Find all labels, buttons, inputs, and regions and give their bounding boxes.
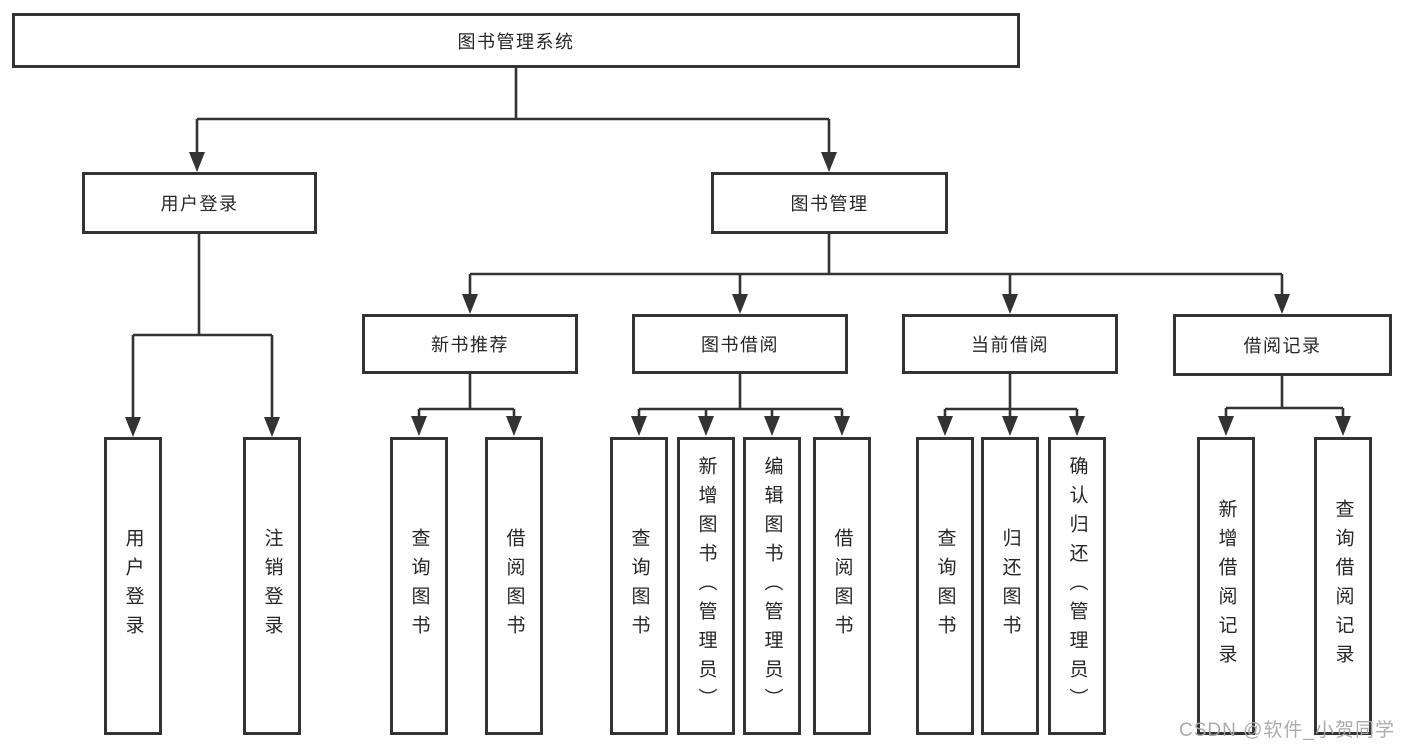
leaf-cb-confirm-return-label: 确认归还（管理员） xyxy=(1066,455,1088,717)
leaf-br-add-record: 新增借阅记录 xyxy=(1197,437,1255,735)
node-new-book-recommend-label: 新书推荐 xyxy=(431,335,509,355)
node-book-management: 图书管理 xyxy=(711,172,948,234)
leaf-bb-query-books: 查询图书 xyxy=(610,437,668,735)
node-book-borrow: 图书借阅 xyxy=(632,314,848,374)
leaf-cb-confirm-return: 确认归还（管理员） xyxy=(1048,437,1106,735)
leaf-br-query-record: 查询借阅记录 xyxy=(1314,437,1372,735)
leaf-logout: 注销登录 xyxy=(243,437,301,735)
leaf-nb-query-books: 查询图书 xyxy=(390,437,448,735)
csdn-watermark: CSDN @软件_小贺同学 xyxy=(1179,720,1395,741)
leaf-br-query-record-label: 查询借阅记录 xyxy=(1332,499,1354,673)
leaf-bb-query-books-label: 查询图书 xyxy=(628,528,650,644)
leaf-user-login: 用户登录 xyxy=(104,437,162,735)
leaf-user-login-label: 用户登录 xyxy=(122,528,144,644)
node-borrow-records: 借阅记录 xyxy=(1173,314,1392,376)
node-borrow-records-label: 借阅记录 xyxy=(1243,336,1322,356)
leaf-nb-borrow-books-label: 借阅图书 xyxy=(503,528,525,644)
node-root-label: 图书管理系统 xyxy=(457,31,575,52)
leaf-nb-borrow-books: 借阅图书 xyxy=(485,437,543,735)
leaf-br-add-record-label: 新增借阅记录 xyxy=(1215,499,1237,673)
node-new-book-recommend: 新书推荐 xyxy=(362,314,578,374)
leaf-cb-query-books-label: 查询图书 xyxy=(934,528,956,644)
node-current-borrow: 当前借阅 xyxy=(902,314,1118,374)
leaf-bb-borrow-books-label: 借阅图书 xyxy=(831,528,853,644)
node-user-login: 用户登录 xyxy=(82,172,317,234)
leaf-bb-add-books: 新增图书（管理员） xyxy=(677,437,735,735)
leaf-bb-edit-books-label: 编辑图书（管理员） xyxy=(761,455,783,717)
leaf-bb-borrow-books: 借阅图书 xyxy=(813,437,871,735)
leaf-cb-query-books: 查询图书 xyxy=(916,437,974,735)
node-book-management-label: 图书管理 xyxy=(790,194,869,214)
node-book-borrow-label: 图书借阅 xyxy=(701,335,779,355)
leaf-cb-return-books-label: 归还图书 xyxy=(999,528,1021,644)
leaf-nb-query-books-label: 查询图书 xyxy=(408,528,430,644)
leaf-bb-edit-books: 编辑图书（管理员） xyxy=(743,437,801,735)
node-root: 图书管理系统 xyxy=(12,13,1020,68)
node-current-borrow-label: 当前借阅 xyxy=(971,335,1049,355)
node-user-login-label: 用户登录 xyxy=(160,194,239,214)
leaf-logout-label: 注销登录 xyxy=(261,528,283,644)
leaf-cb-return-books: 归还图书 xyxy=(981,437,1039,735)
leaf-bb-add-books-label: 新增图书（管理员） xyxy=(695,455,717,717)
